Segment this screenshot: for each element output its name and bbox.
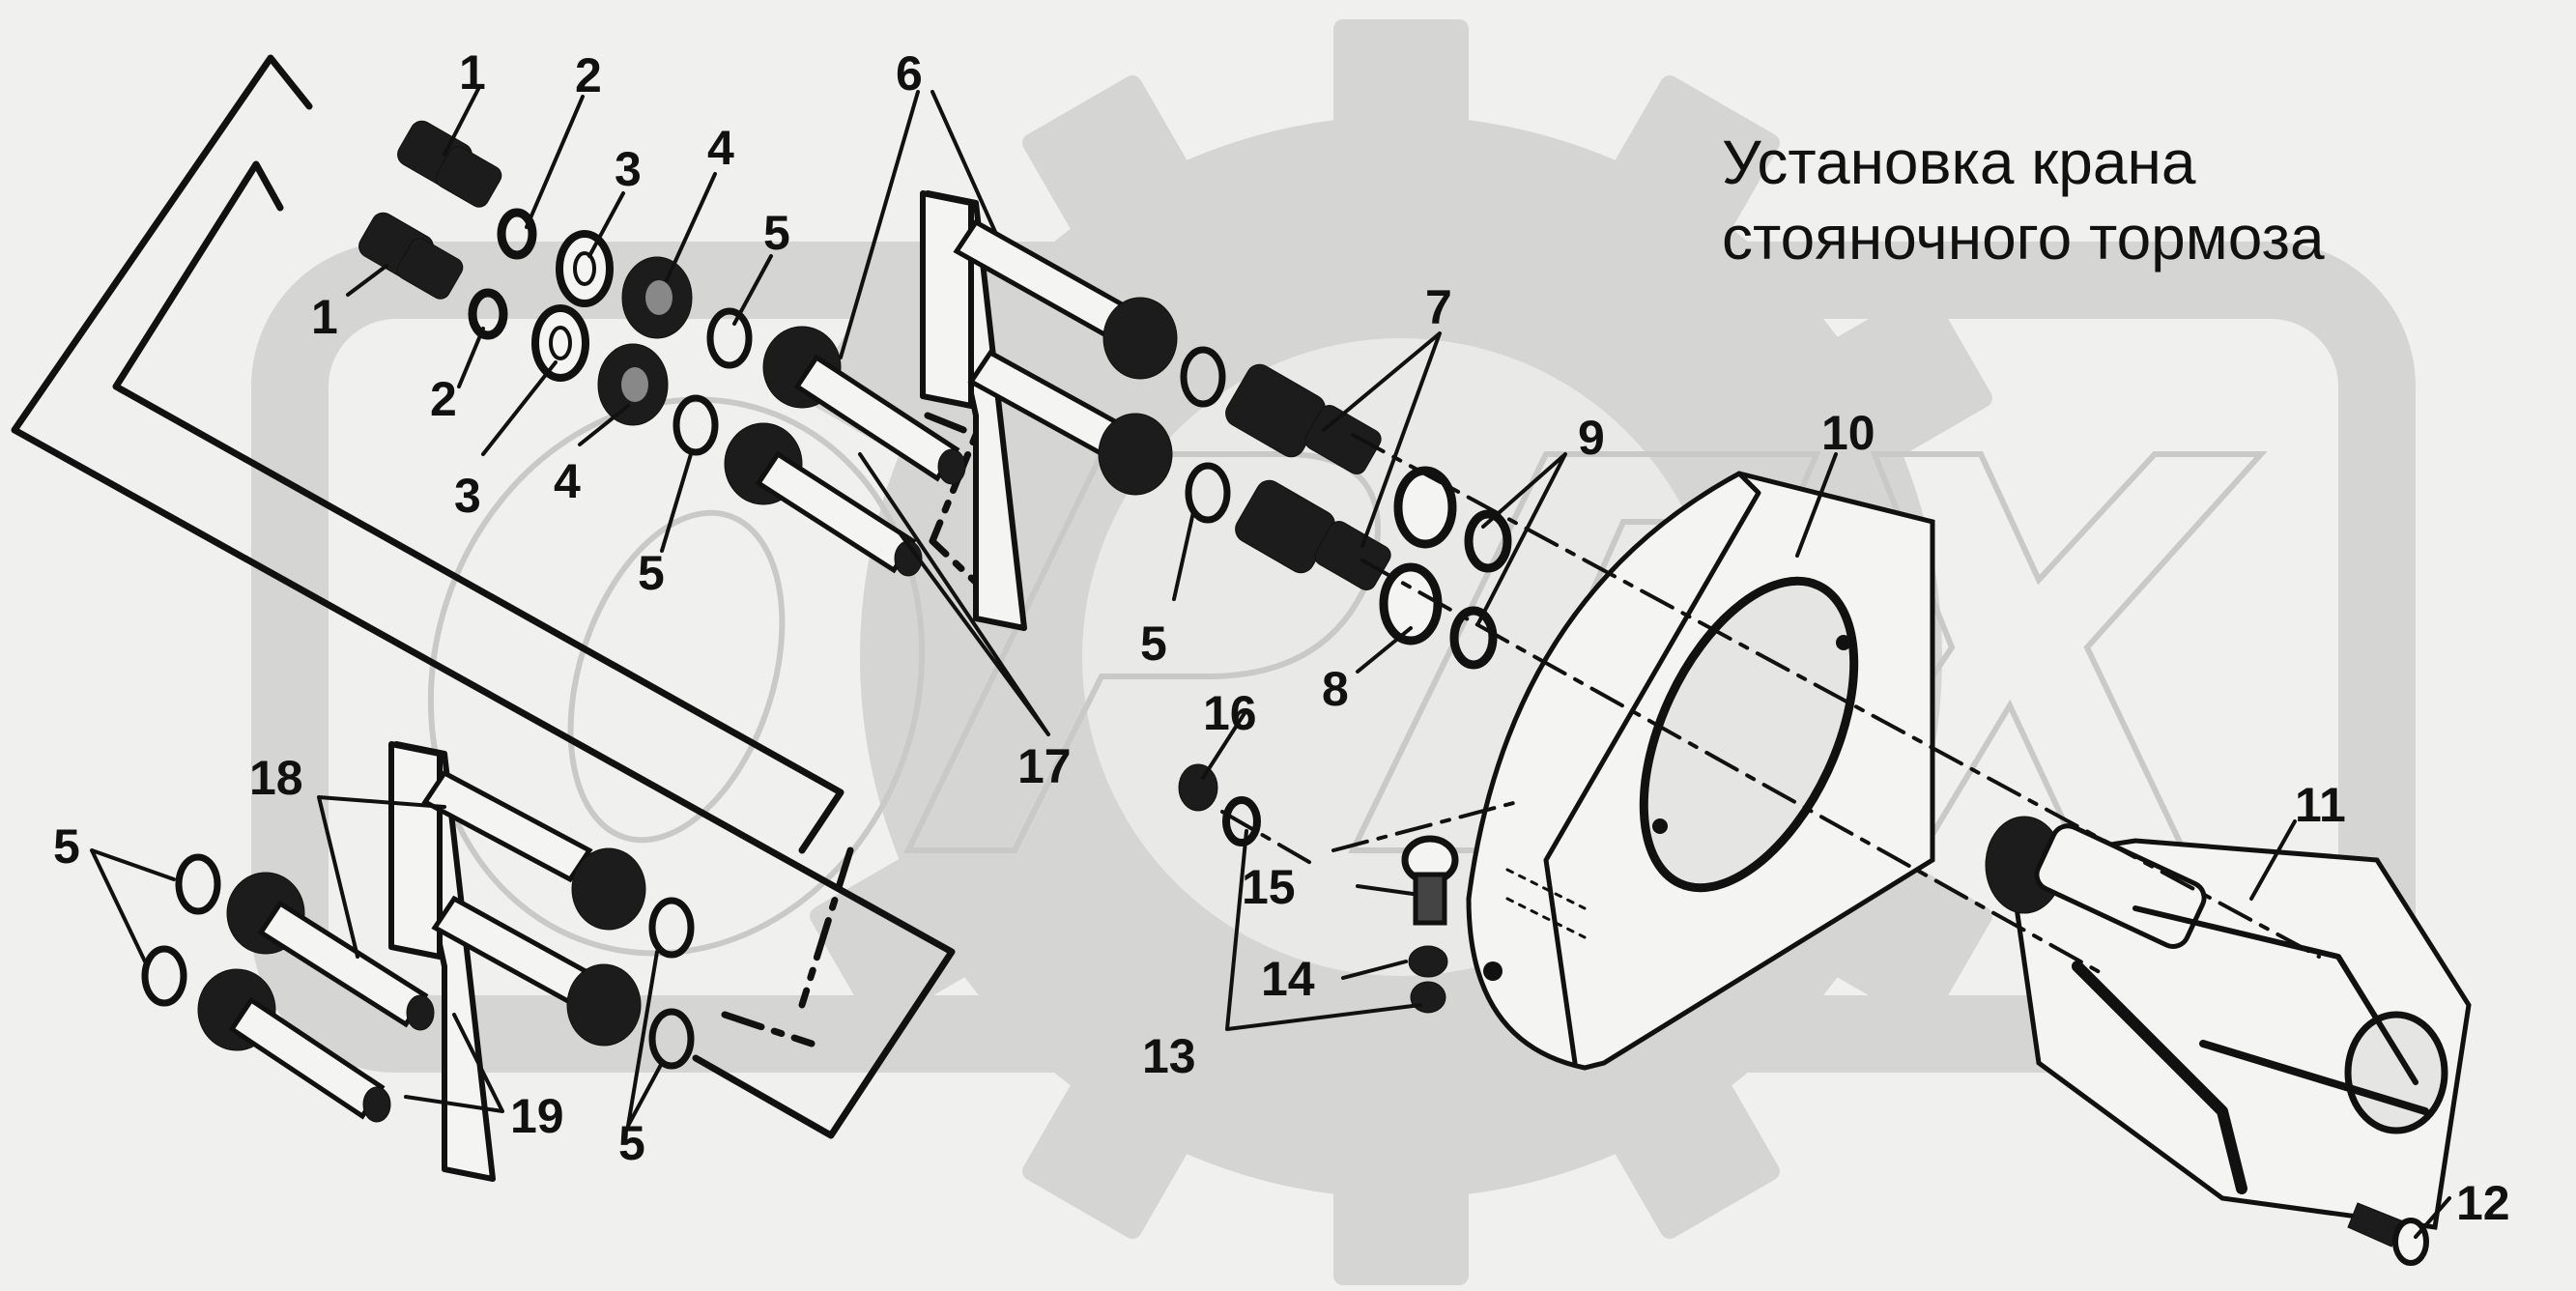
washer-3-upper [556,230,614,307]
bolt-6-upper [953,218,1178,380]
callout-5-c: 5 [1140,617,1167,671]
callout-10: 10 [1821,406,1875,460]
o-rings-5 [141,307,1231,1070]
callout-3-lower: 3 [454,469,481,523]
washer-3-lower [531,304,589,382]
callout-18: 18 [249,751,303,805]
nut-4-upper [621,256,693,339]
callout-1-upper: 1 [459,45,486,100]
callout-12: 12 [2456,1176,2510,1230]
callout-3-upper: 3 [615,142,642,196]
bolt-18-lower [431,895,642,1047]
callout-11: 11 [2295,778,2346,832]
bolt-17-lower [724,422,923,577]
callout-1-lower: 1 [311,290,338,344]
callout-16: 16 [1203,686,1257,740]
callout-5-b: 5 [638,546,665,600]
callout-8: 8 [1322,662,1349,716]
bolt-17-upper [762,326,966,485]
fitting-7-upper [1225,363,1382,474]
callout-4-upper: 4 [707,121,734,175]
bolt-19-upper [226,872,435,1031]
watermark-ring [251,242,2416,1073]
callout-7: 7 [1425,280,1452,334]
callout-19: 19 [510,1089,564,1143]
callout-17: 17 [1017,739,1072,793]
callout-4-lower: 4 [554,454,581,508]
bracket-10 [1466,471,1935,1071]
callout-15: 15 [1242,860,1296,914]
bolt-6-lower [967,349,1173,496]
callout-5-d: 5 [53,819,80,874]
assembly-axes [1220,433,2321,978]
diagram-title: Установка крана стояночного тормоза [1722,128,2325,273]
callout-6: 6 [896,46,923,100]
nut-16 [1178,763,1218,812]
washer-13-right [1410,981,1446,1014]
callout-2-lower: 2 [430,372,457,426]
washers-8 [1379,466,1457,646]
bolt-19-lower [197,968,391,1123]
nut-14 [1408,945,1448,978]
callout-5-a: 5 [763,206,790,260]
callout-labels: 1 1 2 2 3 3 4 4 5 5 5 5 5 6 7 8 9 10 11 … [53,45,2510,1230]
callout-13: 13 [1142,1029,1196,1083]
washer-13-left [1222,796,1261,846]
leader-lines [90,87,2451,1239]
callout-5-e: 5 [618,1116,645,1170]
fitting-7-lower [1235,479,1391,590]
callout-9: 9 [1578,411,1605,465]
fitting-1-lower [358,212,464,300]
callout-14: 14 [1261,952,1315,1006]
fitting-1-upper [397,120,502,208]
valve-11 [1985,816,2472,1230]
nut-4-lower [597,343,669,426]
title-line-1: Установка крана [1722,128,2196,197]
frame-outline [11,54,1028,1139]
callout-2-upper: 2 [575,48,602,102]
rings-9 [1449,509,1512,670]
ring-2-upper [497,208,537,260]
title-line-2: стояночного тормоза [1722,203,2325,273]
bolt-18-upper [421,769,646,931]
ring-2-lower [468,288,508,340]
bolt-15 [1401,835,1459,926]
